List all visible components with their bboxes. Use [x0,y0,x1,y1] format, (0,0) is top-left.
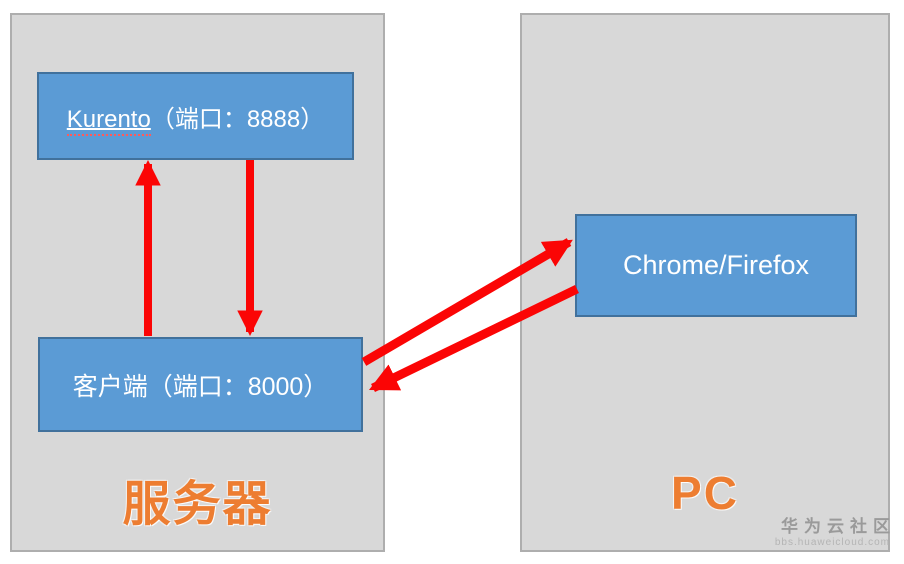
kurento-port-suffix: （端口：8888） [150,105,325,133]
server-panel-title: 服务器 [122,478,273,531]
browser-box: Chrome/Firefox [575,214,857,317]
kurento-name-underlined: Kurento [66,105,151,136]
browser-box-label: Chrome/Firefox [622,250,810,280]
pc-panel-title: PC [671,467,739,519]
kurento-box-label: Kurento（端口：8888） [66,99,325,136]
watermark-title: 华为云社区 [781,517,896,536]
watermark: 华为云社区 bbs.huaweicloud.com [775,516,890,550]
kurento-box: Kurento（端口：8888） [37,72,354,160]
watermark-url: bbs.huaweicloud.com [774,537,890,549]
client-box: 客户端（端口：8000） [38,337,363,432]
client-box-label: 客户端（端口：8000） [72,372,329,401]
